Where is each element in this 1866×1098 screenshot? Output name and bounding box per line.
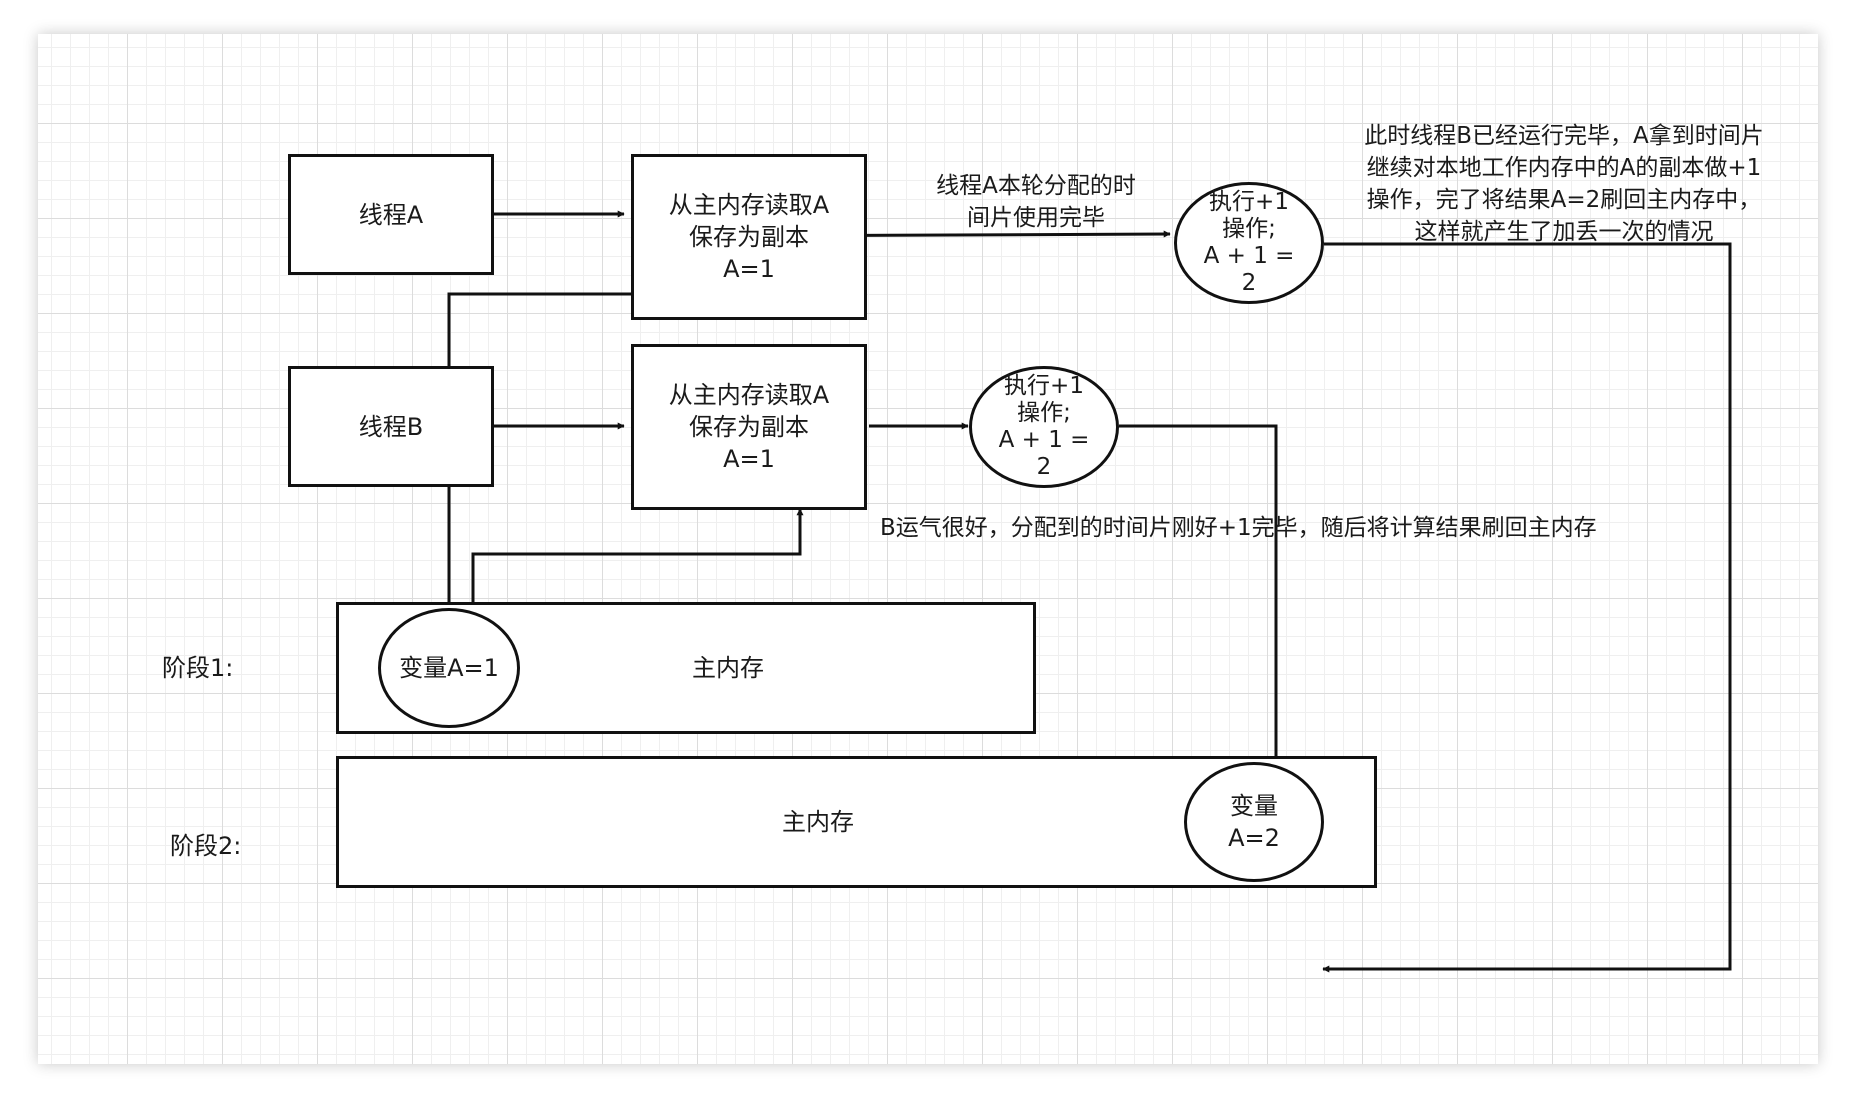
diagram-canvas: 线程A 从主内存读取A 保存为副本 A=1 线程B 从主内存读取A 保存为副本 … bbox=[38, 34, 1818, 1064]
read-b-label: 从主内存读取A 保存为副本 A=1 bbox=[668, 381, 830, 473]
exec-a-circle bbox=[1174, 182, 1324, 304]
var-stage2-circle bbox=[1184, 762, 1324, 882]
thread-a-label: 线程A bbox=[358, 200, 424, 229]
var-stage1-circle bbox=[378, 608, 520, 728]
var-stage2-label: 变量 A=2 bbox=[1228, 792, 1280, 852]
thread-b-label: 线程B bbox=[358, 412, 424, 441]
exec-b-circle bbox=[969, 366, 1119, 488]
read-a-label: 从主内存读取A 保存为副本 A=1 bbox=[668, 191, 830, 283]
note-a-timeslice-used: 线程A本轮分配的时 间片使用完毕 bbox=[936, 173, 1136, 231]
thread-b-box bbox=[288, 366, 494, 487]
stage2-label: 阶段2: bbox=[170, 832, 242, 860]
main-memory-stage1-label: 主内存 bbox=[692, 654, 764, 682]
read-b-box bbox=[631, 344, 867, 510]
stage1-label: 阶段1: bbox=[162, 654, 234, 682]
arrow-exec-b-to-main-mem-stage2 bbox=[1119, 424, 1280, 851]
read-a-box bbox=[631, 154, 867, 320]
arrow-exec-a-to-var-stage2 bbox=[1322, 242, 1732, 973]
exec-a-label: 执行+1 操作; A + 1 = 2 bbox=[1203, 189, 1295, 296]
var-stage1-label: 变量A=1 bbox=[399, 654, 499, 682]
thread-a-box bbox=[288, 154, 494, 275]
main-memory-stage2-label: 主内存 bbox=[782, 808, 854, 836]
note-b-lucky: B运气很好，分配到的时间片刚好+1完毕，随后将计算结果刷回主内存 bbox=[880, 515, 1597, 541]
arrow-var-stage1-to-read-b bbox=[471, 508, 804, 606]
note-b-finished-a-resumes: 此时线程B已经运行完毕，A拿到时间片 继续对本地工作内存中的A的副本做+1 操作… bbox=[1364, 123, 1764, 245]
exec-b-label: 执行+1 操作; A + 1 = 2 bbox=[998, 373, 1090, 480]
